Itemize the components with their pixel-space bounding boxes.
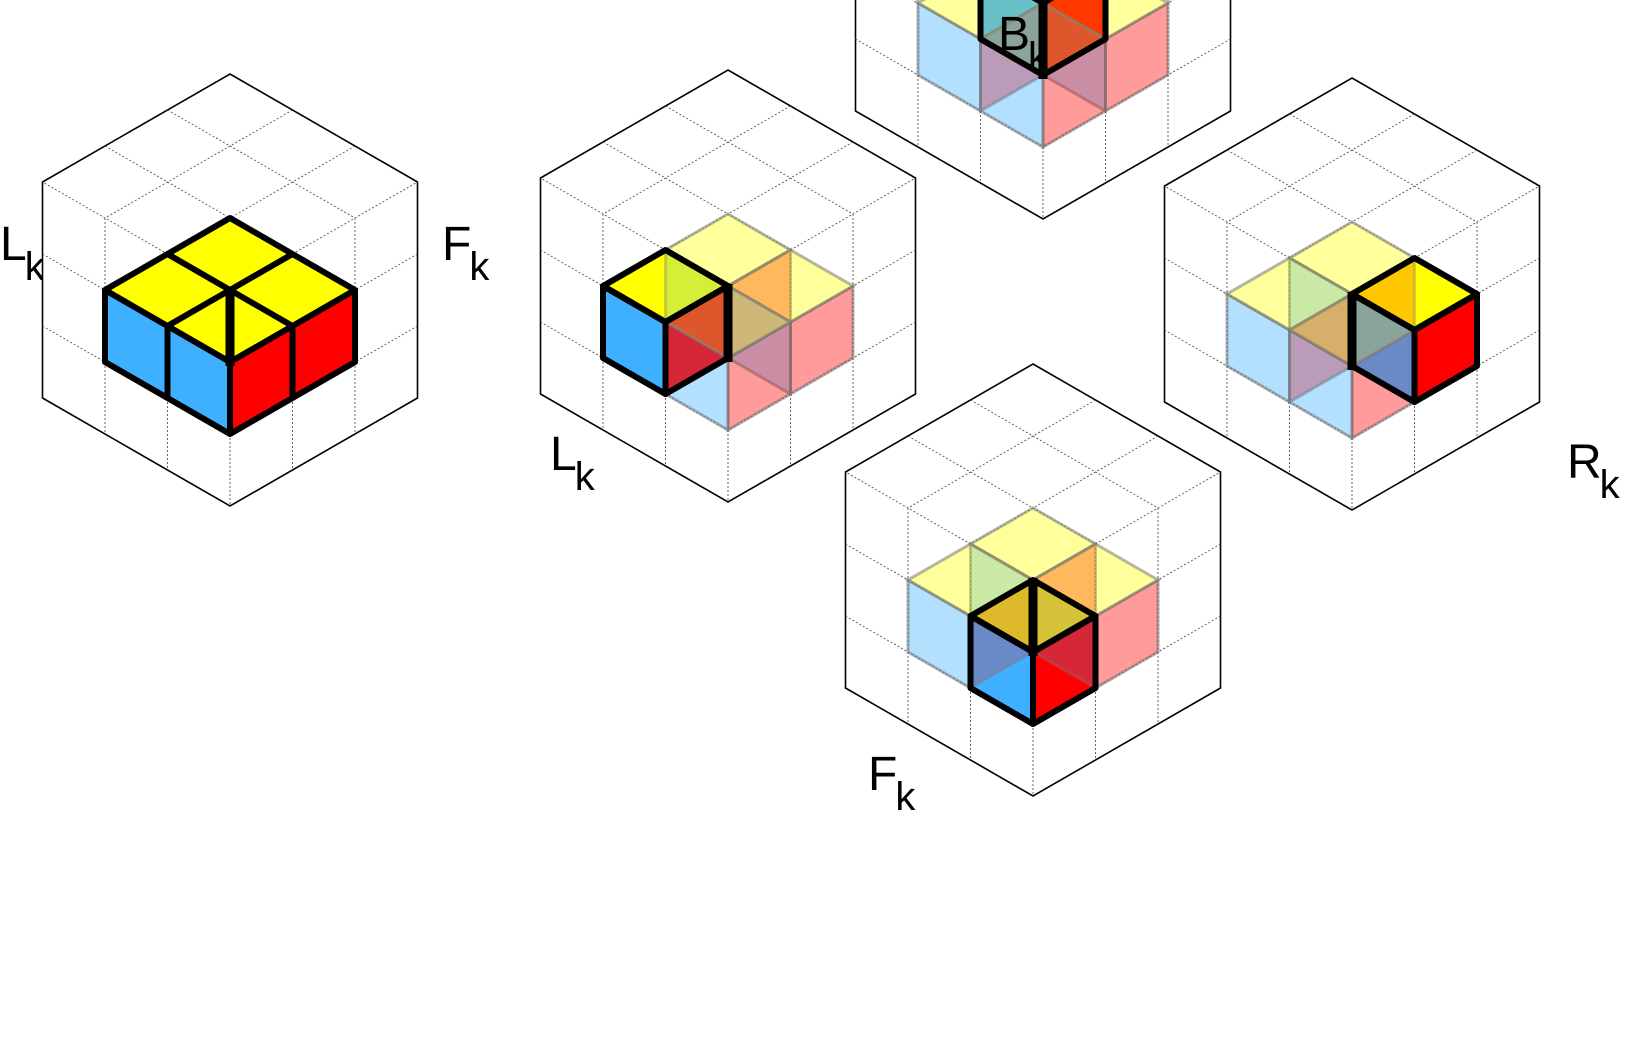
label-back-base: B bbox=[998, 8, 1030, 61]
cube-right-face bbox=[1104, 0, 1170, 114]
cube-top-face bbox=[1223, 256, 1356, 332]
cube-right-face bbox=[789, 283, 855, 397]
cube-top-face bbox=[1223, 256, 1356, 332]
formula-term-L: Lk bbox=[0, 218, 46, 289]
label-right-sub: k bbox=[1600, 463, 1621, 507]
cube-R bbox=[1029, 542, 1162, 691]
panel-right: Rk bbox=[1163, 77, 1621, 511]
panel-back: Bk bbox=[854, 0, 1232, 220]
iso-grid bbox=[845, 399, 1221, 796]
cube-right-face bbox=[1104, 0, 1170, 114]
cube-right-face bbox=[789, 283, 855, 397]
cube-left-face bbox=[980, 0, 1043, 75]
formula-term-F: Fk bbox=[442, 218, 490, 289]
formula-term-L-sub: k bbox=[25, 245, 46, 289]
cube-right-face bbox=[726, 319, 792, 433]
cube-left-face bbox=[1225, 291, 1291, 405]
label-left-sub: k bbox=[575, 455, 596, 499]
label-back: Bk bbox=[998, 8, 1049, 79]
label-right-base: R bbox=[1567, 436, 1602, 489]
cube-R bbox=[724, 248, 857, 397]
formula-term-L-base: L bbox=[0, 218, 27, 271]
cube-top-face bbox=[724, 248, 857, 324]
label-front-sub: k bbox=[895, 775, 916, 819]
cube-left-face bbox=[1288, 327, 1354, 441]
panel-union bbox=[41, 73, 419, 507]
cube-L bbox=[1223, 256, 1356, 405]
label-left: Lk bbox=[550, 428, 596, 499]
panel-left: Lk bbox=[539, 69, 917, 503]
hexagon-frame bbox=[854, 0, 1232, 220]
label-back-sub: k bbox=[1028, 35, 1049, 79]
panel-front: Fk bbox=[844, 363, 1222, 819]
formula-term-F-sub: k bbox=[469, 245, 490, 289]
cube-top-face bbox=[724, 248, 857, 324]
label-front-base: F bbox=[868, 748, 897, 801]
cube-right-face bbox=[1043, 0, 1106, 75]
label-right: Rk bbox=[1567, 436, 1621, 507]
cube-left-face bbox=[1225, 291, 1291, 405]
label-left-base: L bbox=[550, 428, 577, 481]
cube-left-face bbox=[1288, 327, 1354, 441]
cube-L bbox=[1223, 256, 1356, 405]
cube-left-face bbox=[916, 0, 982, 114]
cube-right-face bbox=[726, 319, 792, 433]
label-front: Fk bbox=[868, 748, 916, 819]
formula-term-F-base: F bbox=[442, 218, 471, 271]
cube-left-face bbox=[916, 0, 982, 114]
